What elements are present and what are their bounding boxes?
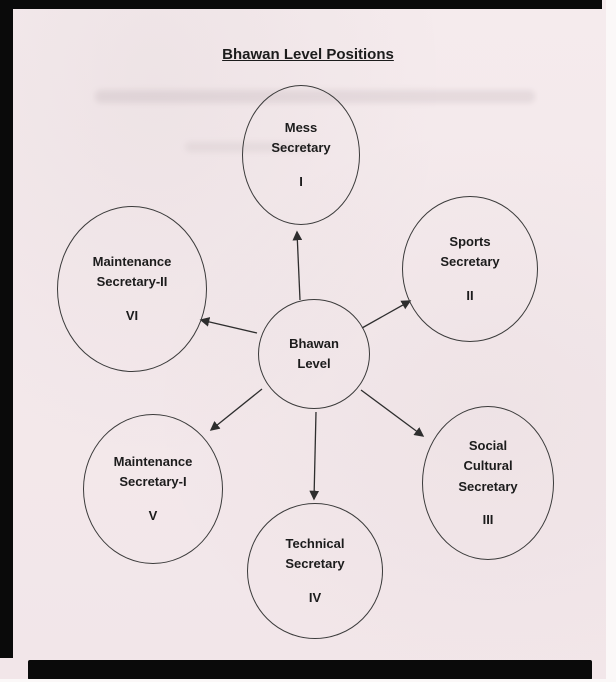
- node-label-line: Secretary: [271, 140, 331, 156]
- node-numeral: V: [148, 507, 158, 523]
- node-mess-secretary: Mess Secretary I: [242, 85, 360, 225]
- node-label-line: Maintenance: [113, 454, 193, 470]
- arrow-to-technical-secretary: [309, 411, 320, 501]
- node-label-line: Secretary: [285, 556, 345, 572]
- arrow-to-maintenance-secretary-i: [209, 388, 263, 431]
- node-label-line: Cultural: [463, 458, 513, 474]
- node-maintenance-secretary-ii: Maintenance Secretary-II VI: [57, 206, 207, 372]
- node-bhawan-level: Bhawan Level: [258, 299, 370, 409]
- node-numeral: IV: [308, 589, 322, 605]
- node-label-line: Sports: [449, 234, 491, 250]
- node-numeral: II: [466, 287, 474, 303]
- arrow-to-sports-secretary: [361, 300, 412, 329]
- arrow-to-social-cultural-secretary: [360, 389, 425, 437]
- scan-border-left: [0, 0, 13, 658]
- arrow-to-mess-secretary: [292, 230, 303, 301]
- node-maintenance-secretary-i: Maintenance Secretary-I V: [83, 414, 223, 564]
- node-label-line: Level: [297, 356, 331, 371]
- node-sports-secretary: Sports Secretary II: [402, 196, 538, 342]
- arrow-to-maintenance-secretary-ii: [199, 317, 258, 334]
- node-label-line: Maintenance: [92, 254, 172, 270]
- node-label-line: Social: [468, 438, 508, 454]
- node-numeral: III: [482, 511, 494, 527]
- scan-border-bottom: [28, 660, 592, 680]
- node-label-line: Secretary: [458, 478, 518, 494]
- node-social-cultural-secretary: Social Cultural Secretary III: [422, 406, 554, 560]
- node-technical-secretary: Technical Secretary IV: [247, 503, 383, 639]
- node-numeral: VI: [125, 307, 139, 323]
- node-label-line: Technical: [285, 536, 345, 552]
- node-label-line: Secretary: [440, 254, 500, 270]
- page-edge-right: [606, 0, 616, 682]
- node-label-line: Bhawan: [289, 335, 339, 351]
- node-label-line: Mess: [284, 120, 318, 136]
- node-label-line: Secretary-II: [96, 274, 168, 290]
- page-title: Bhawan Level Positions: [222, 46, 394, 63]
- node-numeral: I: [299, 173, 303, 189]
- node-label-line: Secretary-I: [119, 474, 187, 490]
- scan-border-top: [0, 0, 602, 9]
- page-edge-bottom: [0, 679, 616, 682]
